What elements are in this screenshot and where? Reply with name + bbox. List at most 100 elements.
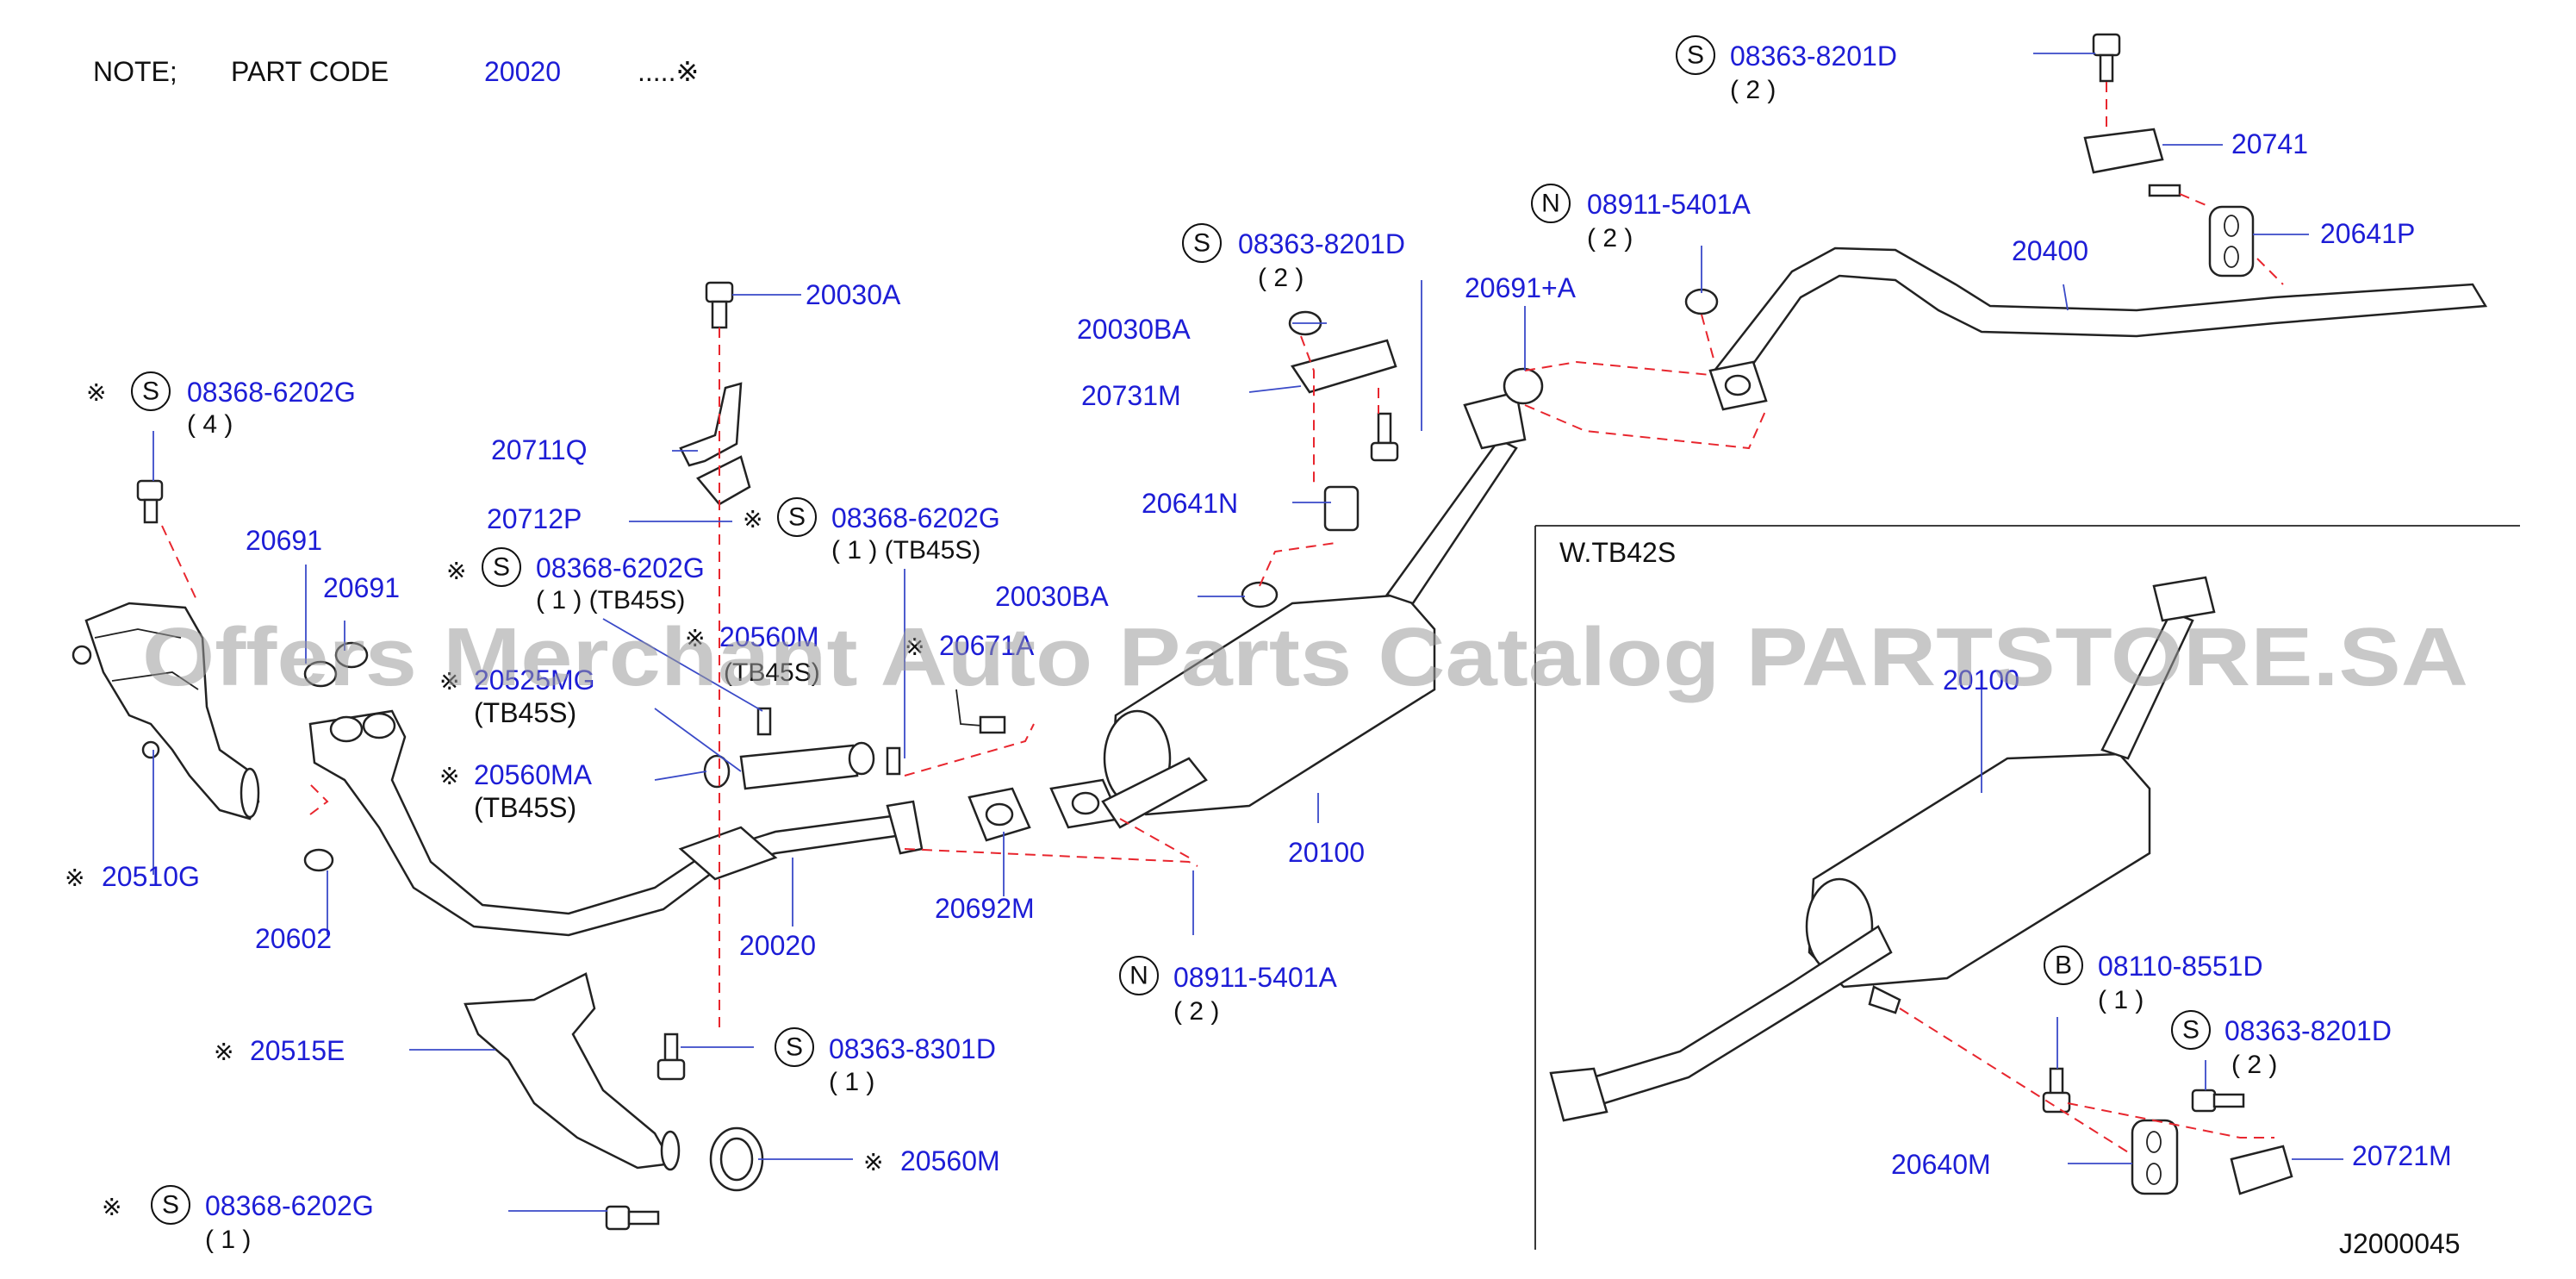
n-symbol: N bbox=[1541, 190, 1560, 218]
bolt-08363-8201d-b bbox=[2092, 33, 2121, 83]
note-suffix: .....※ bbox=[638, 56, 699, 87]
label-20691-a: 20691 bbox=[246, 525, 322, 556]
qty-1-8301: ( 1 ) bbox=[829, 1068, 874, 1096]
assembly-lines bbox=[161, 82, 2284, 1156]
bracket-20711q bbox=[679, 382, 751, 506]
s-symbol-circle bbox=[482, 547, 521, 587]
watermark: Offers Merchant Auto Parts Catalog PARTS… bbox=[142, 611, 2468, 703]
note-code: 20020 bbox=[484, 56, 561, 87]
label-20100-inset: 20100 bbox=[1943, 664, 2019, 696]
label-20741: 20741 bbox=[2231, 128, 2308, 159]
bolt-08363-8301d bbox=[656, 1033, 686, 1081]
label-20671a: 20671A bbox=[939, 630, 1035, 661]
s-symbol: S bbox=[142, 377, 159, 406]
inset-frame: W.TB42S bbox=[1534, 525, 2520, 1250]
label-20515e: 20515E bbox=[250, 1035, 345, 1066]
gasket-20691-b bbox=[334, 641, 369, 669]
insulator-20641p bbox=[2208, 205, 2255, 278]
qty-2-n-a: ( 2 ) bbox=[1173, 997, 1219, 1026]
label-08368-6202g-a: 08368-6202G bbox=[187, 377, 356, 408]
hanger-bracket-20741 bbox=[2083, 128, 2181, 197]
bracket-20731m bbox=[1290, 339, 1397, 394]
n-symbol-circle bbox=[1119, 956, 1159, 995]
gasket-20691-plus-a bbox=[1503, 367, 1544, 405]
clamp-20560m-top bbox=[848, 741, 875, 776]
nut-08911-5401a-b bbox=[1684, 288, 1719, 315]
label-20510g: 20510G bbox=[102, 861, 200, 892]
label-20100: 20100 bbox=[1288, 837, 1365, 868]
part-code-note: NOTE; PART CODE 20020 .....※ bbox=[93, 56, 699, 87]
insulator-20641n bbox=[1323, 485, 1360, 532]
label-08363-8301d: 08363-8301D bbox=[829, 1033, 996, 1064]
qty-2-s-b: ( 2 ) bbox=[1730, 76, 1776, 104]
label-08911-5401a-b: 08911-5401A bbox=[1587, 189, 1751, 220]
label-08363-8201d-a: 08363-8201D bbox=[1238, 228, 1405, 259]
bolt-08368-6202g-top bbox=[136, 479, 164, 524]
clamp-20560m-bottom bbox=[709, 1126, 764, 1192]
label-20691-plus-a: 20691+A bbox=[1465, 272, 1577, 303]
label-20602: 20602 bbox=[255, 923, 332, 954]
gasket-20691-a bbox=[303, 660, 338, 688]
bolt-20030a bbox=[705, 281, 734, 329]
qty-1-d: ( 1 ) bbox=[205, 1226, 251, 1254]
asterisk-mark: ※ bbox=[743, 505, 762, 533]
asterisk-mark: ※ bbox=[905, 633, 924, 661]
s-symbol: S bbox=[493, 553, 510, 582]
label-08368-6202g-d: 08368-6202G bbox=[205, 1190, 374, 1221]
qty-2-s-c: ( 2 ) bbox=[2231, 1051, 2277, 1079]
front-pipe-20020 bbox=[308, 709, 924, 937]
nut-20030ba-b bbox=[1241, 581, 1279, 608]
tb45s-mg: (TB45S) bbox=[474, 697, 576, 728]
nut-20602 bbox=[303, 848, 334, 872]
inset-muffler-20100 bbox=[1549, 576, 2216, 1122]
muffler-20100 bbox=[1101, 390, 1527, 829]
heat-shield-20515e bbox=[464, 972, 681, 1171]
qty-1-tb45s-b: ( 1 ) (TB45S) bbox=[536, 586, 685, 615]
s-symbol-circle bbox=[131, 371, 171, 411]
s-symbol-circle bbox=[1182, 223, 1222, 263]
label-08363-8201d-c: 08363-8201D bbox=[2224, 1015, 2392, 1046]
s-symbol: S bbox=[1687, 41, 1704, 70]
asterisk-mark: ※ bbox=[685, 624, 705, 652]
label-20691-b: 20691 bbox=[323, 572, 400, 603]
asterisk-mark: ※ bbox=[86, 378, 106, 407]
inset-insulator-20640m bbox=[2131, 1119, 2179, 1195]
qty-4: ( 4 ) bbox=[187, 410, 233, 439]
s-symbol-circle bbox=[2171, 1010, 2211, 1050]
label-08363-8201d-b: 08363-8201D bbox=[1730, 41, 1897, 72]
label-20030a: 20030A bbox=[806, 279, 901, 310]
inset-bracket-20721m bbox=[2230, 1145, 2293, 1195]
label-20692m: 20692M bbox=[935, 893, 1035, 924]
label-20030ba-b: 20030BA bbox=[995, 581, 1109, 612]
s-symbol-circle bbox=[151, 1185, 190, 1225]
s-symbol: S bbox=[2182, 1016, 2200, 1045]
label-20020: 20020 bbox=[739, 930, 816, 961]
label-20641n: 20641N bbox=[1142, 488, 1238, 519]
s-symbol: S bbox=[786, 1033, 803, 1062]
s-symbol-circle bbox=[775, 1027, 814, 1067]
label-20731m: 20731M bbox=[1081, 380, 1181, 411]
label-20640m: 20640M bbox=[1891, 1149, 1991, 1180]
s-symbol: S bbox=[1193, 229, 1210, 258]
s-symbol: S bbox=[788, 503, 806, 532]
b-symbol: B bbox=[2055, 951, 2072, 980]
asterisk-mark: ※ bbox=[439, 667, 459, 696]
qty-2-n-b: ( 2 ) bbox=[1587, 224, 1633, 253]
label-20641p: 20641P bbox=[2320, 218, 2415, 249]
label-08110-8551d: 08110-8551D bbox=[2098, 951, 2263, 982]
label-20525mg: 20525MG bbox=[474, 664, 595, 696]
s-symbol-circle bbox=[777, 497, 817, 537]
bolt-08368-6202g-mid bbox=[756, 707, 901, 776]
part-labels: 20030A 20711Q 20712P ※ S 08368-6202G ( 4… bbox=[65, 35, 2461, 1259]
asterisk-mark: ※ bbox=[65, 864, 84, 892]
exhaust-manifold-20510g bbox=[72, 602, 260, 820]
label-08911-5401a-a: 08911-5401A bbox=[1173, 962, 1337, 993]
leader-lines bbox=[152, 53, 2343, 1212]
n-symbol: N bbox=[1129, 962, 1148, 990]
bolt-08368-6202g-bottom bbox=[605, 1205, 660, 1231]
asterisk-mark: ※ bbox=[863, 1148, 883, 1176]
label-20712p: 20712P bbox=[487, 503, 582, 534]
sleeve-20525mg bbox=[739, 744, 859, 790]
n-symbol-circle bbox=[1531, 184, 1571, 223]
